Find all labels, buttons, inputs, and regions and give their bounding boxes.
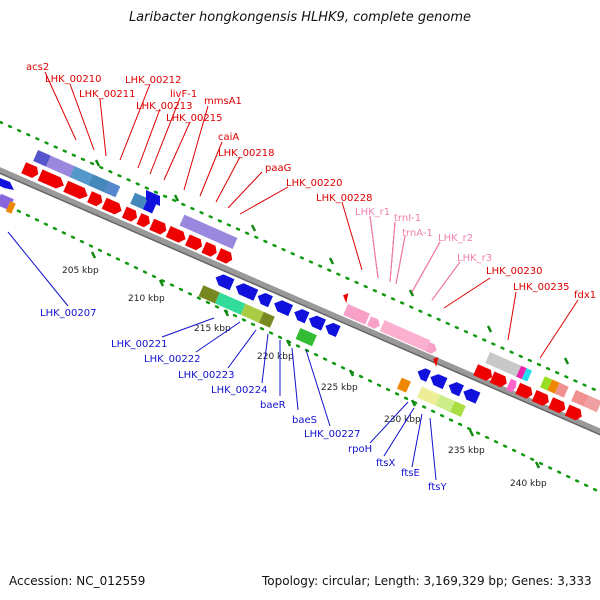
map-title: Laribacter hongkongensis HLHK9, complete… — [128, 10, 472, 25]
major-ticks — [90, 159, 570, 469]
gene-label-lhk-00211: LHK_00211 — [79, 89, 135, 100]
gene-label-lhk-00221: LHK_00221 — [111, 339, 167, 350]
gene-label-ftsy: ftsY — [428, 482, 447, 493]
kbp-labels: 205 kbp 210 kbp 215 kbp 220 kbp 225 kbp … — [62, 266, 547, 489]
gene-label-lhk-r2: LHK_r2 — [438, 233, 473, 244]
gene-label-lhk-00212: LHK_00212 — [125, 75, 181, 86]
tick-tracks — [0, 120, 600, 494]
forward-gene-labels: acs2 LHK_00210 LHK_00211 LHK_00212 LHK_0… — [26, 62, 596, 301]
reverse-genes — [198, 274, 481, 417]
gene-label-lhk-00207: LHK_00207 — [40, 308, 96, 319]
gene-label-mmsa1: mmsA1 — [204, 96, 242, 107]
gene-label-lhk-00223: LHK_00223 — [178, 370, 234, 381]
gene-label-caia: caiA — [218, 132, 239, 143]
gene-label-lhk-r3: LHK_r3 — [457, 253, 492, 264]
gene-label-ftse: ftsE — [401, 468, 420, 479]
backbone — [0, 167, 600, 436]
kbp-label: 220 kbp — [257, 352, 294, 362]
kbp-label: 215 kbp — [194, 324, 231, 334]
gene-label-lhk-00224: LHK_00224 — [211, 385, 267, 396]
gene-label-lhk-00218: LHK_00218 — [218, 148, 274, 159]
genome-summary: Topology: circular; Length: 3,169,329 bp… — [262, 574, 592, 588]
gene-label-lhk-00230: LHK_00230 — [486, 266, 542, 277]
rna-leaders — [369, 215, 461, 301]
gene-label-lhk-00215: LHK_00215 — [166, 113, 222, 124]
accession-label: Accession: NC_012559 — [9, 574, 146, 588]
kbp-label: 230 kbp — [384, 415, 421, 425]
reverse-gene-labels: LHK_00207 LHK_00221 LHK_00222 LHK_00223 … — [40, 308, 447, 493]
kbp-label: 225 kbp — [321, 383, 358, 393]
gene-label-lhk-00210: LHK_00210 — [45, 74, 101, 85]
gene-label-lhk-00228: LHK_00228 — [316, 193, 372, 204]
gene-label-lhk-00227: LHK_00227 — [304, 429, 360, 440]
gene-label-fdx1: fdx1 — [574, 290, 596, 301]
gene-label-lhk-00235: LHK_00235 — [513, 282, 569, 293]
gene-label-trni-1: trnI-1 — [394, 213, 421, 224]
kbp-label: 240 kbp — [510, 479, 547, 489]
gene-label-lhk-00222: LHK_00222 — [144, 354, 200, 365]
forward-leaders — [44, 71, 579, 359]
kbp-label: 235 kbp — [448, 446, 485, 456]
gene-label-lhk-00220: LHK_00220 — [286, 178, 342, 189]
gene-label-paag: paaG — [265, 163, 291, 174]
gene-label-ftsx: ftsX — [376, 458, 395, 469]
gene-label-trna-1: trnA-1 — [402, 228, 433, 239]
gene-label-lhk-r1: LHK_r1 — [355, 207, 390, 218]
gene-label-lhk-00213: LHK_00213 — [136, 101, 192, 112]
reverse-leaders — [7, 231, 437, 481]
gene-label-livf-1: livF-1 — [170, 89, 197, 100]
gene-label-acs2: acs2 — [26, 62, 49, 73]
forward-genes — [0, 150, 600, 421]
gene-label-rpoh: rpoH — [348, 444, 372, 455]
kbp-label: 205 kbp — [62, 266, 99, 276]
gene-label-baer: baeR — [260, 400, 286, 411]
kbp-label: 210 kbp — [128, 294, 165, 304]
gene-label-baes: baeS — [292, 415, 317, 426]
